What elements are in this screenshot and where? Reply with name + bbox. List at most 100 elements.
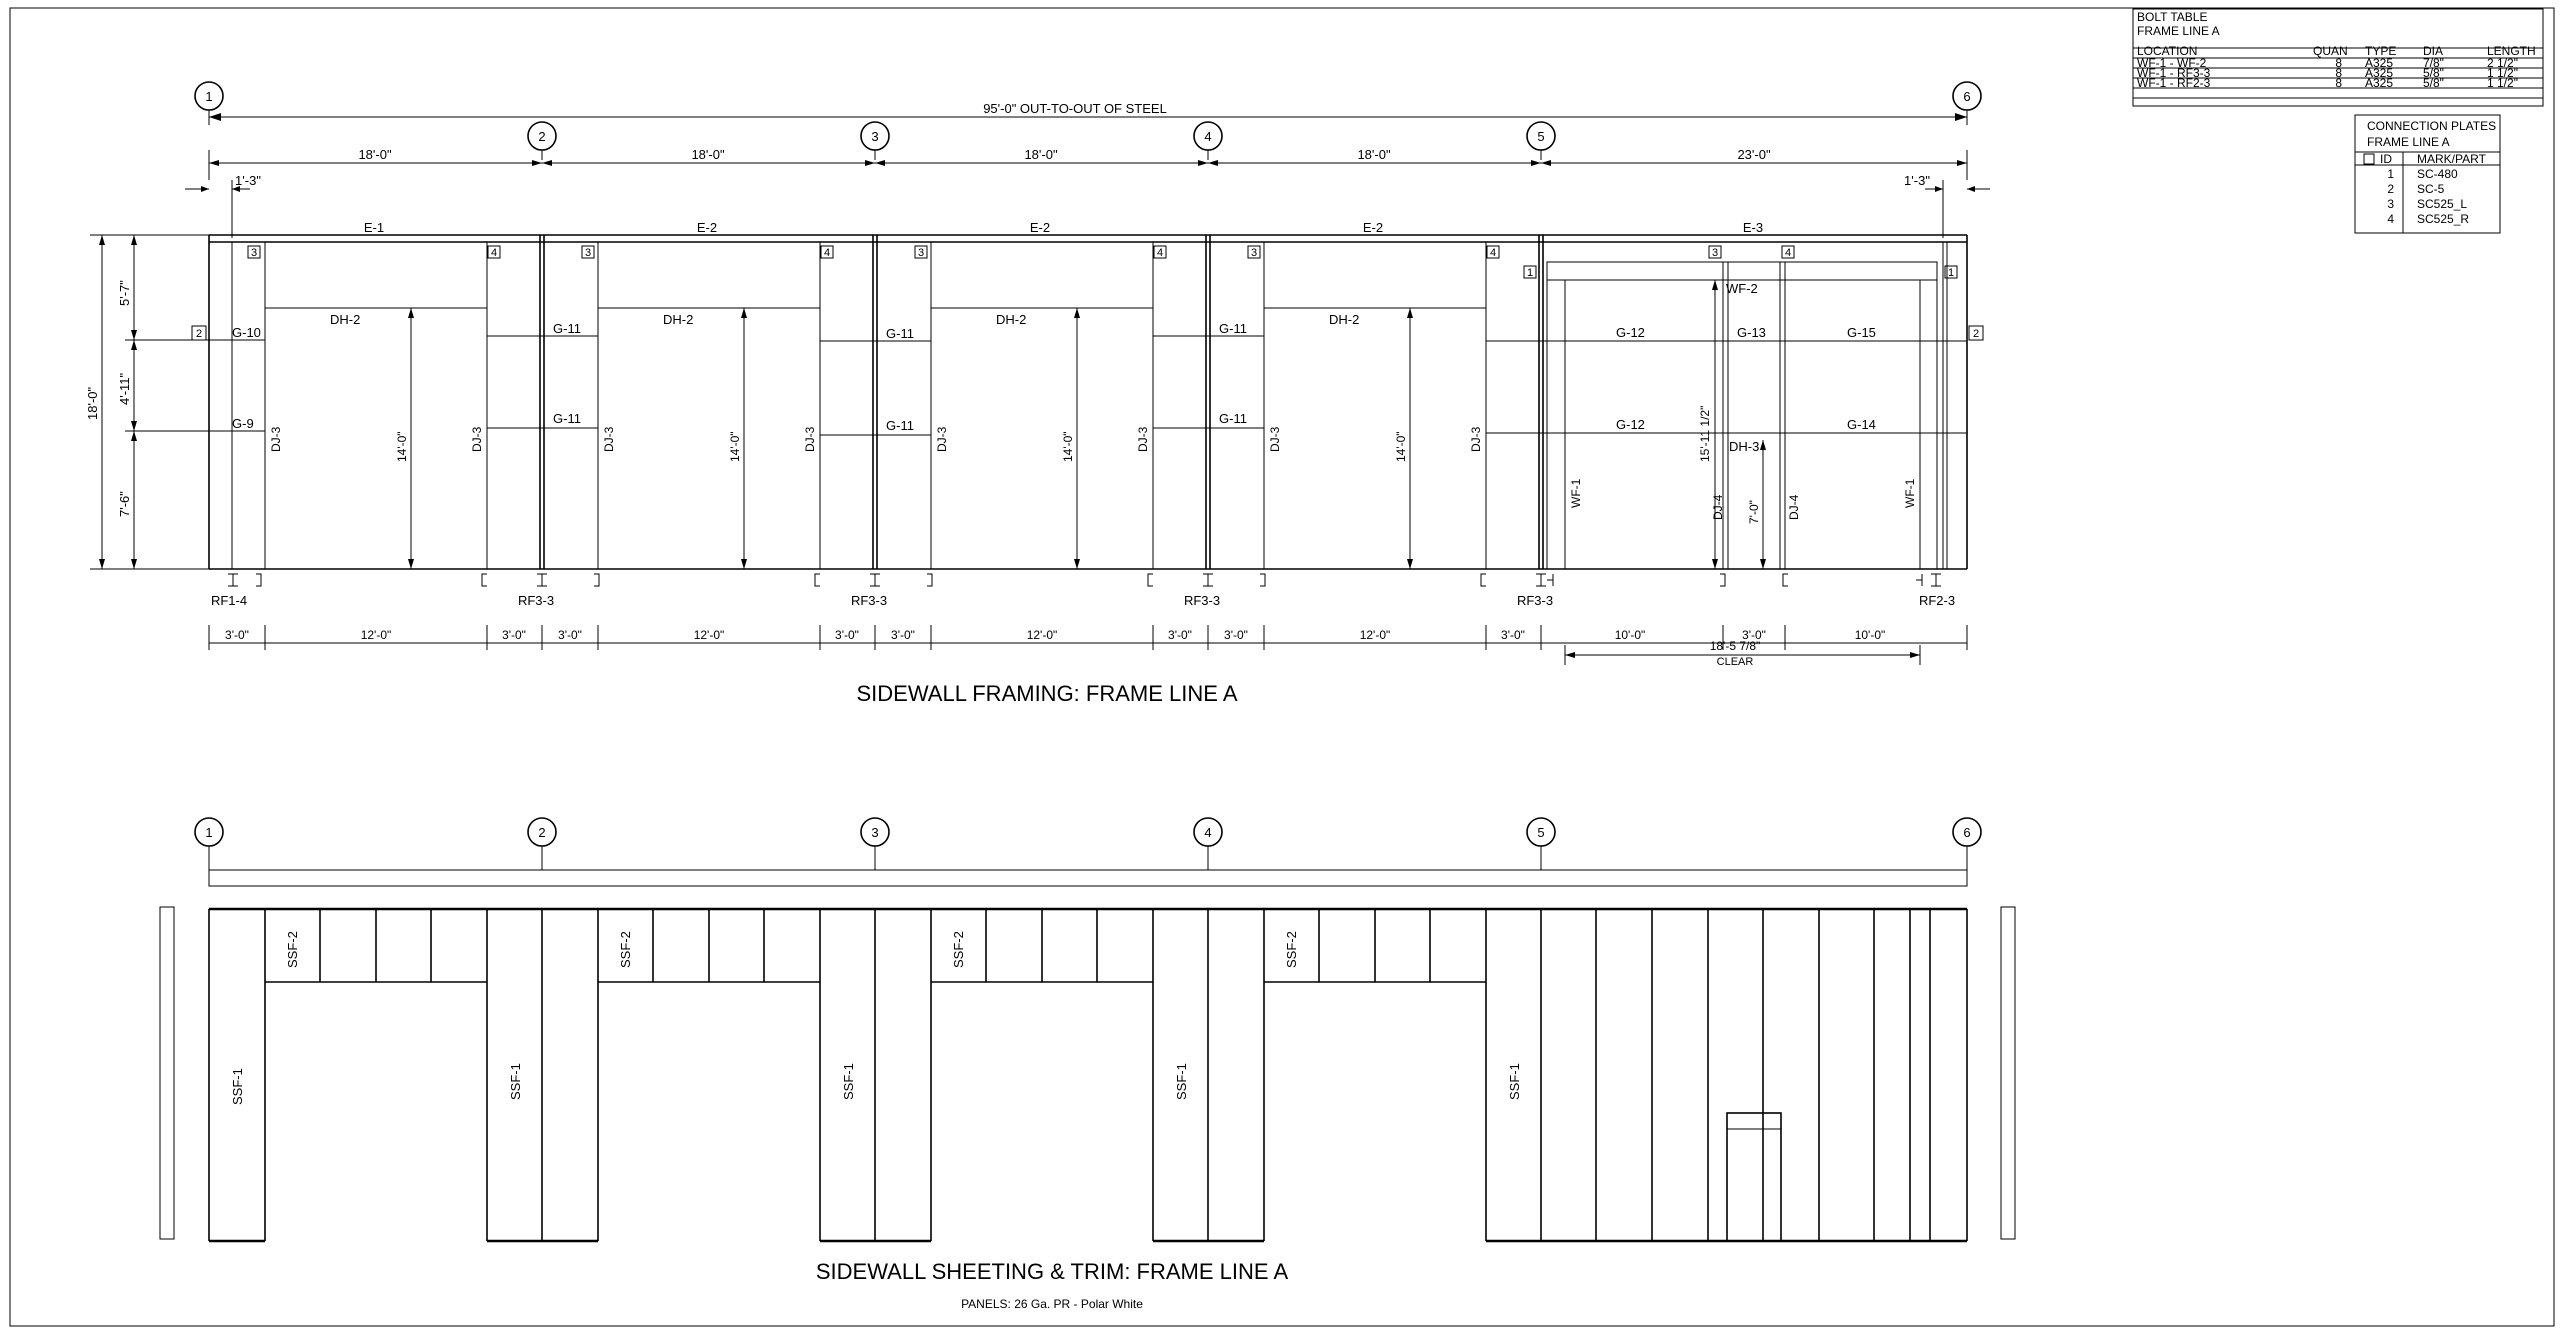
door-height-2: 14'-0" bbox=[728, 431, 742, 462]
offset-dim-left: 1'-3" bbox=[235, 173, 261, 188]
ssf1-mark-1: SSF-1 bbox=[230, 1068, 245, 1105]
framing-elevation: 1 2 3 4 5 6 95'-0" OUT-TO-OUT OF STEEL 1 bbox=[85, 81, 1990, 706]
mark-g12-2: G-12 bbox=[1616, 417, 1645, 432]
sheeting-grid-label-6: 6 bbox=[1963, 825, 1970, 840]
plates-row-1-mark: SC-480 bbox=[2417, 167, 2458, 181]
plate-marker-4-c: 4 bbox=[1157, 247, 1163, 259]
sheeting-title: SIDEWALL SHEETING & TRIM: FRAME LINE A bbox=[816, 1259, 1289, 1284]
bottom-dim-6: 3'-0" bbox=[835, 628, 859, 642]
mark-dj4-2: DJ-4 bbox=[1787, 494, 1801, 520]
plates-title: CONNECTION PLATES bbox=[2367, 119, 2496, 133]
ssf1-mark-4: SSF-1 bbox=[1174, 1063, 1189, 1100]
sheeting-grid-label-1: 1 bbox=[205, 825, 212, 840]
ssf2-mark-4: SSF-2 bbox=[1284, 931, 1299, 968]
mark-dj3-8: DJ-3 bbox=[1469, 426, 1483, 452]
bolt-row-2-location: WF-1 - RF3-3 bbox=[2137, 66, 2211, 80]
connection-plates-table: CONNECTION PLATES FRAME LINE A ID MARK/P… bbox=[2354, 114, 2501, 234]
plate-marker-3-a: 3 bbox=[251, 247, 257, 259]
left-dim-mid: 4'-11" bbox=[117, 372, 132, 405]
plate-marker-4-d: 4 bbox=[1490, 247, 1496, 259]
bottom-dim-12: 3'-0" bbox=[1501, 628, 1525, 642]
ssf2-mark-3: SSF-2 bbox=[951, 931, 966, 968]
plate-marker-2-left: 2 bbox=[196, 328, 202, 340]
bolt-row-2-length: 1 1/2" bbox=[2487, 66, 2518, 80]
mark-g12-1: G-12 bbox=[1616, 325, 1645, 340]
plate-marker-3-d: 3 bbox=[1251, 247, 1257, 259]
column-mark-1: RF1-4 bbox=[211, 593, 247, 608]
bottom-dim-11: 12'-0" bbox=[1360, 628, 1391, 642]
bay-dim-2: 18'-0" bbox=[691, 147, 725, 162]
plate-marker-4-b: 4 bbox=[824, 247, 830, 259]
column-mark-3: RF3-3 bbox=[851, 593, 887, 608]
plate-marker-3-e: 3 bbox=[1712, 247, 1718, 259]
frame-outline bbox=[208, 234, 1968, 570]
ssf1-mark-3: SSF-1 bbox=[841, 1063, 856, 1100]
bottom-dimensions: 3'-0" 12'-0" 3'-0" 3'-0" 12'-0" 3'-0" 3'… bbox=[208, 625, 1968, 668]
plate-marker-3-b: 3 bbox=[585, 247, 591, 259]
eave-e2-c: E-2 bbox=[1363, 220, 1383, 235]
bolt-row-3-location: WF-1 - RF2-3 bbox=[2137, 76, 2211, 90]
mark-g11-3: G-11 bbox=[886, 326, 914, 341]
sheeting-subtitle: PANELS: 26 Ga. PR - Polar White bbox=[961, 1297, 1143, 1311]
bolt-header-dia: DIA bbox=[2423, 44, 2443, 58]
bottom-dim-13: 10'-0" bbox=[1615, 628, 1646, 642]
door-height-3: 14'-0" bbox=[1061, 431, 1075, 462]
plate-marker-1-b: 1 bbox=[1948, 267, 1954, 279]
mark-dj3-1: DJ-3 bbox=[269, 426, 283, 452]
framing-grid-label-6: 6 bbox=[1963, 89, 1970, 104]
column-marks: RF1-4 RF3-3 RF3-3 RF3-3 RF3-3 RF2-3 bbox=[211, 593, 1955, 608]
framing-title: SIDEWALL FRAMING: FRAME LINE A bbox=[857, 681, 1238, 706]
mark-dh2-1: DH-2 bbox=[330, 312, 360, 327]
bolt-row-3-dia: 5/8" bbox=[2423, 76, 2444, 90]
bolt-header-type: TYPE bbox=[2365, 44, 2396, 58]
bolt-row-1-location: WF-1 - WF-2 bbox=[2137, 56, 2207, 70]
mark-dj3-6: DJ-3 bbox=[1136, 426, 1150, 452]
plates-row-4-id: 4 bbox=[2387, 212, 2394, 226]
bay-dim-4: 18'-0" bbox=[1357, 147, 1391, 162]
sheeting-elevation: 1 2 3 4 5 6 bbox=[159, 817, 2016, 1311]
sheeting-gridlines: 1 2 3 4 5 6 bbox=[194, 817, 1982, 870]
overall-dimension-text: 95'-0" OUT-TO-OUT OF STEEL bbox=[983, 101, 1167, 116]
eave-e3: E-3 bbox=[1743, 220, 1763, 235]
ssf1-mark-2: SSF-1 bbox=[508, 1063, 523, 1100]
column-mark-5: RF3-3 bbox=[1517, 593, 1553, 608]
personnel-door bbox=[1726, 1112, 1782, 1242]
mark-wf1-left: WF-1 bbox=[1569, 478, 1583, 508]
bottom-dim-9: 3'-0" bbox=[1168, 628, 1192, 642]
mark-g15: G-15 bbox=[1847, 325, 1876, 340]
column-mark-4: RF3-3 bbox=[1184, 593, 1220, 608]
plate-marker-1-a: 1 bbox=[1527, 267, 1533, 279]
eave-members: E-1 E-2 E-2 E-2 E-3 bbox=[364, 220, 1763, 235]
mark-dh3: DH-3 bbox=[1729, 439, 1759, 454]
mark-g10: G-10 bbox=[232, 325, 261, 340]
bottom-dim-14: 3'-0" bbox=[1742, 628, 1766, 642]
door-height-wf: 15'-11 1/2" bbox=[1698, 406, 1712, 462]
left-overall-dim: 18'-0" bbox=[85, 386, 100, 420]
plates-header-mark: MARK/PART bbox=[2417, 152, 2487, 166]
mark-dh2-2: DH-2 bbox=[663, 312, 693, 327]
mark-dh2-4: DH-2 bbox=[1329, 312, 1359, 327]
plates-row-3-id: 3 bbox=[2387, 197, 2394, 211]
mark-dj3-3: DJ-3 bbox=[602, 426, 616, 452]
mark-g9: G-9 bbox=[232, 416, 254, 431]
mark-dj3-5: DJ-3 bbox=[935, 426, 949, 452]
bottom-dim-1: 3'-0" bbox=[225, 628, 249, 642]
eave-e1: E-1 bbox=[364, 220, 384, 235]
bolt-header-location: LOCATION bbox=[2137, 44, 2197, 58]
mark-wf1-right: WF-1 bbox=[1903, 478, 1917, 508]
bolt-row-3-type: A325 bbox=[2365, 76, 2393, 90]
mark-dh2-3: DH-2 bbox=[996, 312, 1026, 327]
left-height-dimensions: 18'-0" 5'-7" 4'-11" 7'-6" bbox=[85, 234, 209, 570]
plate-marker-4-e: 4 bbox=[1785, 247, 1791, 259]
framing-gridlines: 1 2 3 4 5 6 bbox=[194, 81, 1982, 160]
mark-g11-2: G-11 bbox=[553, 411, 581, 426]
corner-trim-right bbox=[2000, 906, 2016, 1240]
mark-g11-6: G-11 bbox=[1219, 411, 1247, 426]
bottom-dim-3: 3'-0" bbox=[502, 628, 526, 642]
eave-e2-a: E-2 bbox=[697, 220, 717, 235]
ssf2-mark-2: SSF-2 bbox=[618, 931, 633, 968]
bolt-row-1-dia: 7/8" bbox=[2423, 56, 2444, 70]
corner-trim-left bbox=[159, 906, 175, 1240]
sheeting-grid-label-4: 4 bbox=[1204, 825, 1211, 840]
